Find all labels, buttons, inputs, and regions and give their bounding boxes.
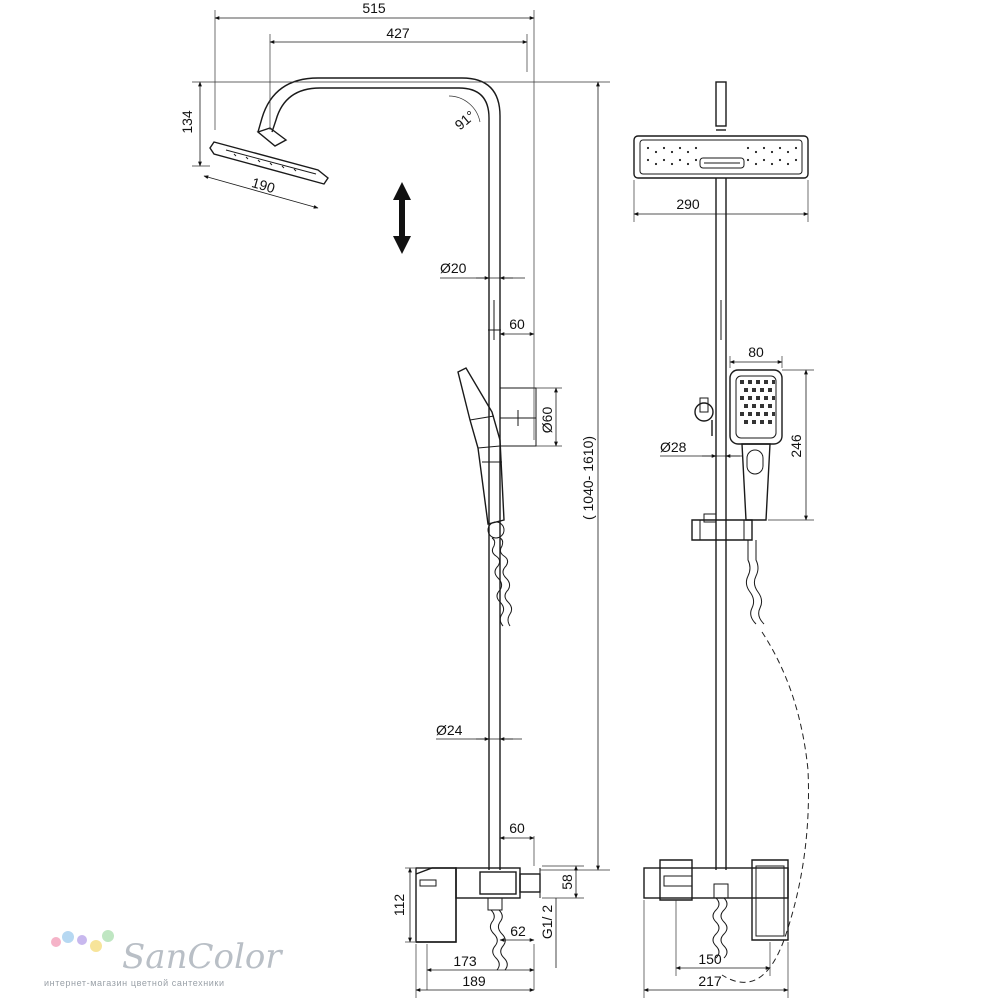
dim-holder-diameter: Ø28 (660, 439, 687, 455)
front-hand-shower (691, 369, 783, 541)
brand-dots (51, 930, 114, 952)
dim-front-head-width: 290 (676, 196, 700, 212)
dim-arm-angle: 91° (452, 107, 479, 133)
front-mixer (643, 859, 789, 959)
side-view: 515 427 134 190 91° Ø20 60 Ø60 ( (179, 0, 610, 998)
dim-hand-shower-length: 246 (788, 434, 804, 458)
front-dimensions: 290 80 246 Ø28 150 217 (633, 180, 814, 998)
brand-tagline: интернет-магазин цветной сантехники (44, 978, 225, 988)
dim-mixer-depth-outer: 189 (462, 973, 486, 989)
dim-mixer-depth-total: 173 (453, 953, 477, 969)
dim-pipe-diameter-top: Ø20 (440, 260, 467, 276)
dim-mixer-depth: 58 (559, 874, 575, 890)
dim-hand-shower-width: 80 (748, 344, 764, 360)
dim-wall-offset-bottom: 60 (509, 820, 525, 836)
brand-logo: SanColor интернет-магазин цветной сантех… (44, 930, 283, 988)
side-head-shower (209, 127, 329, 185)
dim-head-height: 134 (179, 110, 195, 134)
dim-wall-offset-top: 60 (509, 316, 525, 332)
front-view: 290 80 246 Ø28 150 217 (633, 81, 814, 998)
dim-height-range: ( 1040- 1610) (580, 436, 596, 520)
front-bracket (694, 397, 714, 436)
dim-thread: G1/ 2 (539, 905, 555, 939)
side-riser-pipe (488, 150, 501, 870)
side-mixer (415, 867, 541, 971)
dim-bracket-diameter: Ø60 (539, 407, 555, 434)
dim-pipe-diameter-bottom: Ø24 (436, 722, 463, 738)
front-riser-pipe (715, 178, 727, 870)
brand-name: SanColor (122, 937, 283, 977)
front-head-shower (633, 135, 809, 179)
front-hand-nozzles (740, 380, 775, 424)
dim-arm-length: 427 (386, 25, 410, 41)
front-top-pipe (715, 81, 727, 131)
dim-inlet-spacing: 150 (698, 951, 722, 967)
dim-spout-offset: 62 (510, 923, 526, 939)
dim-mixer-height: 112 (391, 894, 407, 917)
side-hose (491, 537, 513, 627)
front-hose (721, 540, 809, 983)
dim-side-total-width: 515 (362, 0, 386, 16)
height-adjust-arrow-icon (393, 182, 411, 254)
dim-mixer-width: 217 (698, 973, 722, 989)
side-hand-shower (457, 367, 537, 539)
front-head-nozzles (646, 146, 798, 166)
dim-head-diameter: 190 (250, 174, 277, 196)
